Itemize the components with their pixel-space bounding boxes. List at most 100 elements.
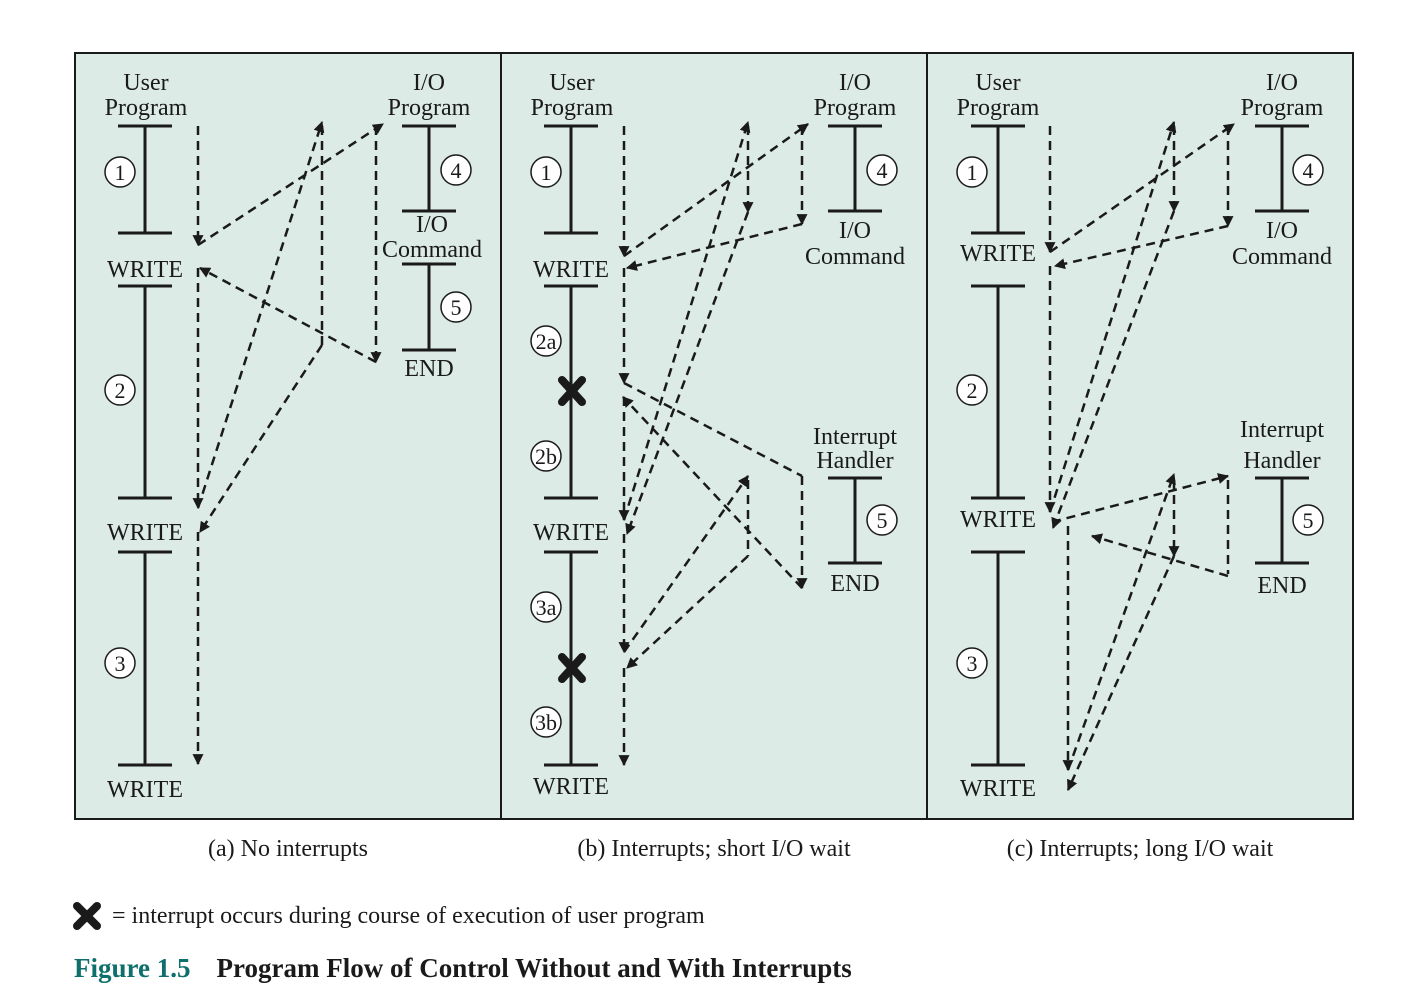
user-program-segment-3 — [118, 550, 172, 767]
flow-arrow — [1066, 472, 1176, 771]
step-number-3b: 3b — [530, 706, 562, 738]
panel-b-interrupt-marks — [558, 376, 586, 683]
step-number-1: 1 — [104, 156, 136, 188]
flow-arrow — [623, 381, 803, 478]
svg-text:5: 5 — [451, 295, 462, 320]
interrupt-x-icon — [558, 653, 586, 683]
svg-text:1: 1 — [967, 160, 978, 185]
flow-arrow — [626, 555, 749, 669]
svg-text:3: 3 — [115, 651, 126, 676]
step-number-4: 4 — [866, 154, 898, 186]
end-label: END — [830, 571, 879, 597]
write-label: WRITE — [960, 507, 1036, 533]
step-number-5: 5 — [866, 504, 898, 536]
flow-arrow — [622, 475, 750, 653]
flow-arrow — [198, 344, 324, 533]
write-label: WRITE — [533, 774, 609, 800]
figure-title: Program Flow of Control Without and With… — [216, 953, 852, 983]
panel-a-content — [118, 124, 456, 767]
io-program-segment-4 — [1255, 124, 1309, 213]
svg-text:4: 4 — [877, 158, 888, 183]
flow-arrow — [623, 122, 809, 258]
flow-arrow — [197, 122, 384, 247]
step-number-1: 1 — [956, 156, 988, 188]
svg-text:2: 2 — [967, 378, 978, 403]
svg-text:3a: 3a — [536, 595, 557, 620]
svg-text:1: 1 — [541, 160, 552, 185]
interrupt-x-icon — [558, 376, 586, 406]
legend-text: = interrupt occurs during course of exec… — [112, 902, 705, 929]
figure-number: Figure 1.5 — [74, 953, 191, 983]
panel-c-content — [971, 124, 1309, 767]
end-label: END — [404, 356, 453, 382]
svg-text:3b: 3b — [535, 710, 557, 735]
user-program-segment-1 — [544, 124, 598, 235]
step-number-1: 1 — [530, 156, 562, 188]
flow-arrow — [625, 211, 750, 536]
io-program-segment-4 — [402, 124, 456, 213]
write-label: WRITE — [960, 241, 1036, 267]
interrupt-x-icon — [73, 902, 101, 930]
panel-b-flow-arrows — [618, 120, 809, 767]
user-program-segment-3 — [544, 550, 598, 767]
flow-arrow — [622, 120, 751, 521]
flow-arrow — [1090, 533, 1229, 578]
step-number-4: 4 — [440, 154, 472, 186]
panel-a-caption: (a) No interrupts — [208, 836, 368, 862]
interrupt-handler-segment-5 — [828, 476, 882, 565]
figure-caption: Figure 1.5 Program Flow of Control Withou… — [74, 953, 852, 984]
flow-arrow — [1048, 120, 1177, 513]
io-program-segment-4 — [828, 124, 882, 213]
write-label: WRITE — [533, 257, 609, 283]
svg-text:1: 1 — [115, 160, 126, 185]
panel-a — [74, 52, 502, 820]
svg-text:4: 4 — [451, 158, 462, 183]
step-number-5: 5 — [440, 291, 472, 323]
panel-a-flow-arrows — [192, 120, 384, 766]
write-label: WRITE — [533, 520, 609, 546]
user-program-segment-3 — [971, 550, 1025, 767]
user-program-segment-2 — [971, 284, 1025, 500]
end-label: END — [1257, 573, 1306, 599]
write-label: WRITE — [960, 776, 1036, 802]
step-number-5: 5 — [1292, 504, 1324, 536]
svg-text:2b: 2b — [535, 444, 557, 469]
step-number-4: 4 — [1292, 154, 1324, 186]
panel-c-caption: (c) Interrupts; long I/O wait — [1007, 836, 1274, 862]
flow-arrow — [1049, 122, 1235, 254]
flow-arrow — [1051, 210, 1176, 530]
user-program-segment-1 — [118, 124, 172, 235]
step-number-2: 2 — [956, 374, 988, 406]
write-label: WRITE — [107, 777, 183, 803]
io-program-segment-5 — [402, 262, 456, 352]
svg-text:5: 5 — [1303, 508, 1314, 533]
flow-arrow — [1066, 555, 1176, 792]
flow-arrow — [199, 266, 377, 364]
svg-text:5: 5 — [877, 508, 888, 533]
svg-text:4: 4 — [1303, 158, 1314, 183]
flow-arrow — [1051, 473, 1230, 524]
step-number-2: 2 — [104, 374, 136, 406]
user-program-segment-2 — [118, 284, 172, 500]
svg-text:2: 2 — [115, 378, 126, 403]
interrupt-handler-segment-5 — [1255, 476, 1309, 565]
svg-text:3: 3 — [967, 651, 978, 676]
panel-b-content — [544, 124, 882, 767]
write-label: WRITE — [107, 257, 183, 283]
legend: = interrupt occurs during course of exec… — [72, 898, 705, 934]
write-label: WRITE — [107, 520, 183, 546]
